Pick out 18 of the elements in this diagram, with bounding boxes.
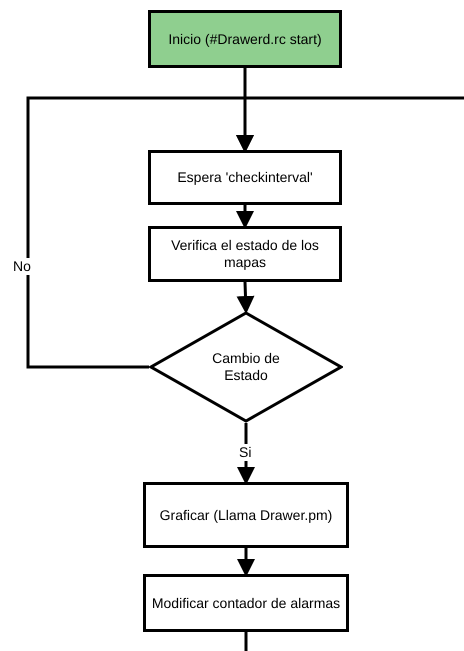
edge-label: Si (238, 444, 252, 460)
start-box (148, 10, 342, 68)
edge-label: No (12, 258, 32, 275)
node-text: Espera 'checkinterval' (176, 169, 314, 186)
node-text: Graficar (Llama Drawer.pm) (158, 506, 334, 524)
arrow (237, 548, 255, 577)
node-text: Inicio (#Drawerd.rc start) (167, 30, 323, 48)
process-box (143, 574, 349, 632)
node-text: Modificar contador de alarmas (150, 594, 342, 612)
arrow (236, 282, 254, 314)
process-box (143, 482, 349, 548)
decision-diamond (149, 311, 343, 423)
node-text: Cambio de Estado (211, 350, 281, 384)
process-box (148, 150, 342, 205)
node-text: Verifica el estado de los mapas (170, 237, 320, 271)
arrow (236, 205, 254, 229)
process-box (148, 226, 342, 282)
arrow (236, 96, 464, 153)
